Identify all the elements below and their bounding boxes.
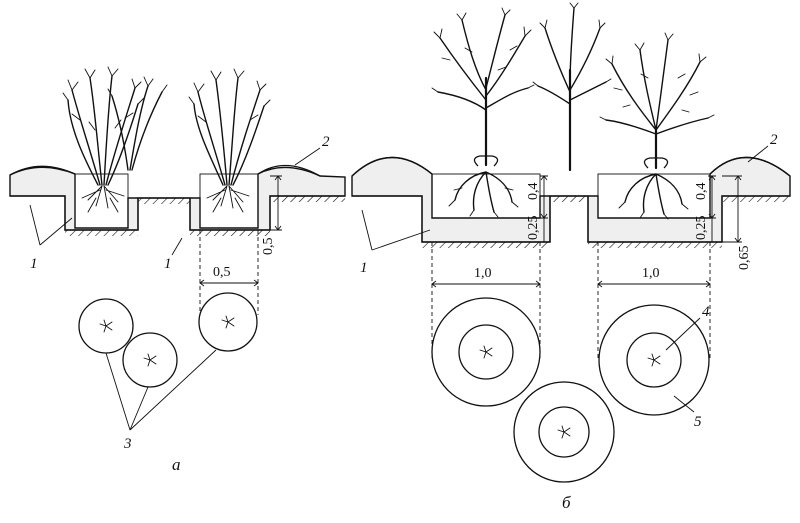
- tree-b2: [599, 32, 715, 220]
- dim-b-width-right: 1,0: [642, 266, 660, 281]
- label-b-outer-5: 5: [694, 414, 702, 430]
- shrub-a2: [188, 68, 271, 213]
- label-a-plan-3: 3: [123, 436, 132, 452]
- tree-b1: [431, 7, 535, 218]
- dim-b-depth-bottom-right: 0,25: [694, 216, 709, 241]
- panel-b: 0,4 0,25 0,4 0,25 0,65 1,0 1,0 1 2: [351, 2, 791, 512]
- dim-b-depth-bottom-left: 0,25: [526, 216, 541, 241]
- panel-a-ground-hatch: [10, 196, 345, 236]
- pit-a2-fill: [199, 173, 259, 229]
- dim-a-width: 0,5: [213, 265, 231, 280]
- panel-b-ground-hatch: [352, 196, 790, 248]
- label-b-inner-4: 4: [702, 304, 710, 320]
- caption-a: а: [172, 455, 181, 474]
- shrub-a1: [62, 66, 168, 213]
- dim-b-depth-top-left: 0,4: [526, 183, 541, 201]
- dim-a-depth: 0,5: [261, 238, 276, 256]
- dim-b-width-left: 1,0: [474, 266, 492, 281]
- label-a-mound-2: 2: [322, 134, 330, 150]
- plan-b-circles: [431, 297, 710, 483]
- dim-b-depth-top-right: 0,4: [694, 183, 709, 201]
- label-b-soil-1: 1: [360, 260, 368, 276]
- dim-b-total-depth: 0,65: [737, 246, 752, 271]
- label-b-mound-2: 2: [770, 132, 778, 148]
- panel-a: 0,5 0,5 1 1 2 3 а: [9, 66, 346, 474]
- pit-b1-fill: [431, 173, 541, 219]
- plan-a-circles: [78, 292, 258, 388]
- label-a-soil-1-pit: 1: [164, 256, 172, 272]
- caption-b: б: [562, 493, 571, 512]
- label-a-soil-1: 1: [30, 256, 38, 272]
- tree-b-middle: [532, 2, 612, 172]
